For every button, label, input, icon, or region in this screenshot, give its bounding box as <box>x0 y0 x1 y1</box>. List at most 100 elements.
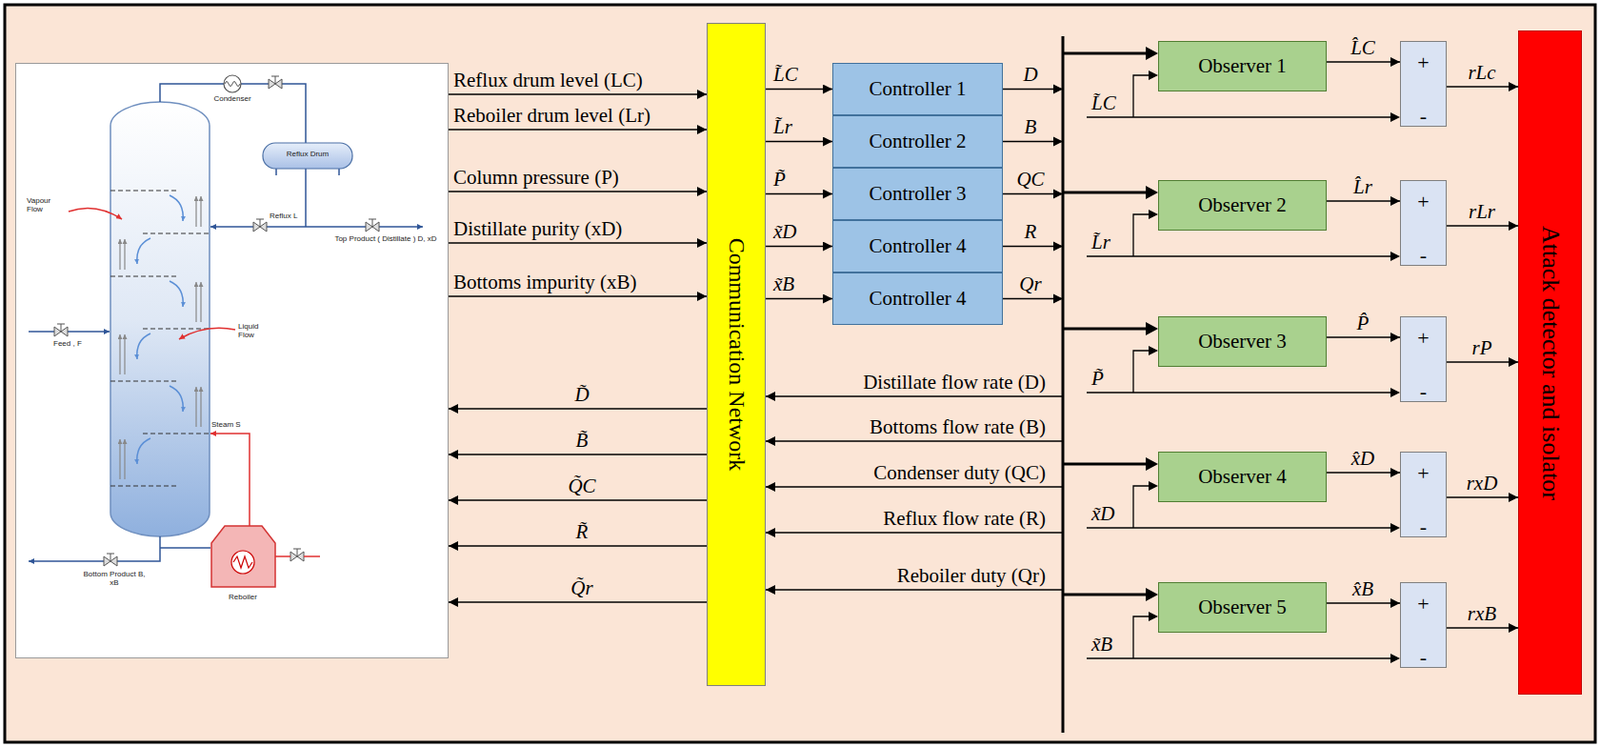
distillation-column-illustration <box>195 281 197 322</box>
signal-name-wrapper: QC <box>1016 167 1044 191</box>
signal-bus <box>1062 191 1148 195</box>
signal-connector <box>448 600 707 602</box>
illustration-label: Liquid Flow <box>238 321 277 340</box>
signal-label: L̃C <box>773 62 799 86</box>
illustration-label-wrapper: Condenser <box>208 94 257 103</box>
distillation-column-illustration <box>28 560 104 562</box>
signal-bus <box>1062 327 1148 331</box>
signal-label: P̂ <box>1357 311 1370 335</box>
signal-label: Reflux drum level (LC) <box>453 68 643 92</box>
signal-name: B <box>1024 115 1038 139</box>
summing-block: +- <box>1400 316 1447 402</box>
distillation-column-illustration <box>28 83 423 561</box>
distillation-column-illustration <box>106 553 115 555</box>
controller-box: Controller 3 <box>832 167 1003 220</box>
sign-wrapper: + <box>1400 592 1446 616</box>
node-label: Observer 4 <box>1198 464 1287 489</box>
distillation-column-illustration <box>210 433 250 526</box>
signal-bus <box>1062 462 1148 466</box>
signal-connector <box>448 190 707 192</box>
signal-connector <box>765 193 833 195</box>
connector-label-wrapper: x̂D <box>1351 446 1376 470</box>
distillation-column-illustration <box>57 323 65 325</box>
controller-box: Controller 1 <box>832 62 1003 116</box>
connector-label-wrapper: rLc <box>1467 60 1496 84</box>
sign-wrapper: - <box>1400 104 1446 128</box>
signal-label: D̃ <box>574 382 589 406</box>
node-label: Attack detector and isolator <box>1536 224 1565 500</box>
observer-box: Observer 3 <box>1158 316 1327 367</box>
connector-label-wrapper: Q̃C <box>567 474 596 498</box>
controller-box: Controller 4 <box>832 272 1003 325</box>
distillation-column-illustration <box>120 196 201 480</box>
signal-name-wrapper: B <box>1024 115 1038 139</box>
stub-arrowheads <box>1148 209 1159 220</box>
distillation-column-illustration <box>233 556 253 568</box>
signal-connector <box>448 407 707 409</box>
signal-connector <box>1446 360 1519 362</box>
distillation-column-illustration <box>179 327 236 340</box>
signal-bus <box>1145 321 1159 336</box>
process-illustration-panel: CondenserReflux DrumVapour FlowReflux LT… <box>15 62 449 659</box>
distillation-column-illustration <box>137 238 151 264</box>
signal-name: QC <box>1016 167 1044 191</box>
signal-connector <box>448 453 707 455</box>
measurement-stubs <box>1086 75 1392 659</box>
signal-label: Distillate purity (xD) <box>453 217 622 240</box>
signal-label: rLr <box>1468 200 1496 223</box>
measurement-stubs <box>1133 485 1150 528</box>
stub-arrowheads <box>1390 387 1400 398</box>
sign-wrapper: - <box>1400 645 1446 669</box>
distillation-column-illustration <box>200 386 201 427</box>
measurement-stubs <box>1133 214 1150 257</box>
signal-connector <box>1446 496 1519 498</box>
signal-label: B̃ <box>576 428 589 452</box>
illustration-label: Reflux Drum <box>269 149 346 159</box>
distillation-column-illustration <box>195 386 197 427</box>
connector-label-wrapper: B̃ <box>576 428 589 452</box>
distillation-column-illustration <box>372 219 374 227</box>
signal-bus <box>1062 53 1148 595</box>
signal-connector <box>765 245 833 247</box>
distillation-column-illustration <box>275 555 291 558</box>
distillation-column-illustration <box>303 555 320 558</box>
signal-label: Reflux flow rate (R) <box>882 506 1046 530</box>
distillation-column-illustration <box>200 281 201 322</box>
connector-label-wrapper: x̂B <box>1352 577 1374 600</box>
signal-name: R <box>1024 220 1038 243</box>
stub-arrowheads <box>1148 480 1159 491</box>
connector-label-wrapper: Condenser duty (QC) <box>873 460 1046 484</box>
signal-connector <box>448 499 707 500</box>
connector-label-wrapper: L̃r <box>773 115 793 139</box>
rotated-wrapper: Communication Network <box>723 238 750 472</box>
signal-name-wrapper: P̃ <box>1091 366 1104 390</box>
distillation-column-illustration <box>210 225 254 228</box>
signal-label: L̂r <box>1353 175 1373 199</box>
connector-label-wrapper: Distillate flow rate (D) <box>862 370 1046 394</box>
connector-label-wrapper: P̃ <box>773 167 786 191</box>
illustration-label-wrapper: Top Product ( Distillate ) D, xD <box>333 234 439 243</box>
distillation-column-illustration <box>137 438 151 464</box>
signal-label: rxD <box>1466 471 1499 495</box>
signal-connector <box>1446 85 1519 87</box>
illustration-label: Bottom Product B, xB <box>80 569 148 587</box>
sign-symbol: - <box>1400 380 1446 403</box>
controller-box: Controller 4 <box>832 220 1003 273</box>
signal-label: Reboiler drum level (Lr) <box>453 103 651 127</box>
distillation-column-illustration <box>304 168 307 227</box>
distillation-column-illustration <box>256 219 264 220</box>
sign-wrapper: - <box>1400 243 1446 267</box>
distillation-column-illustration <box>110 190 177 192</box>
node-label: Controller 2 <box>868 129 966 154</box>
signal-bus <box>1062 52 1148 56</box>
signal-connector <box>448 241 707 243</box>
distillation-column-illustration <box>275 168 278 176</box>
summing-block: +- <box>1400 40 1447 127</box>
stub-arrowheads <box>1148 611 1159 621</box>
distillation-column-illustration <box>260 219 261 227</box>
summing-block: +- <box>1400 180 1447 266</box>
frame <box>15 62 449 659</box>
signal-label: Q̃r <box>570 576 593 600</box>
signal-label: Distillate flow rate (D) <box>862 370 1046 394</box>
